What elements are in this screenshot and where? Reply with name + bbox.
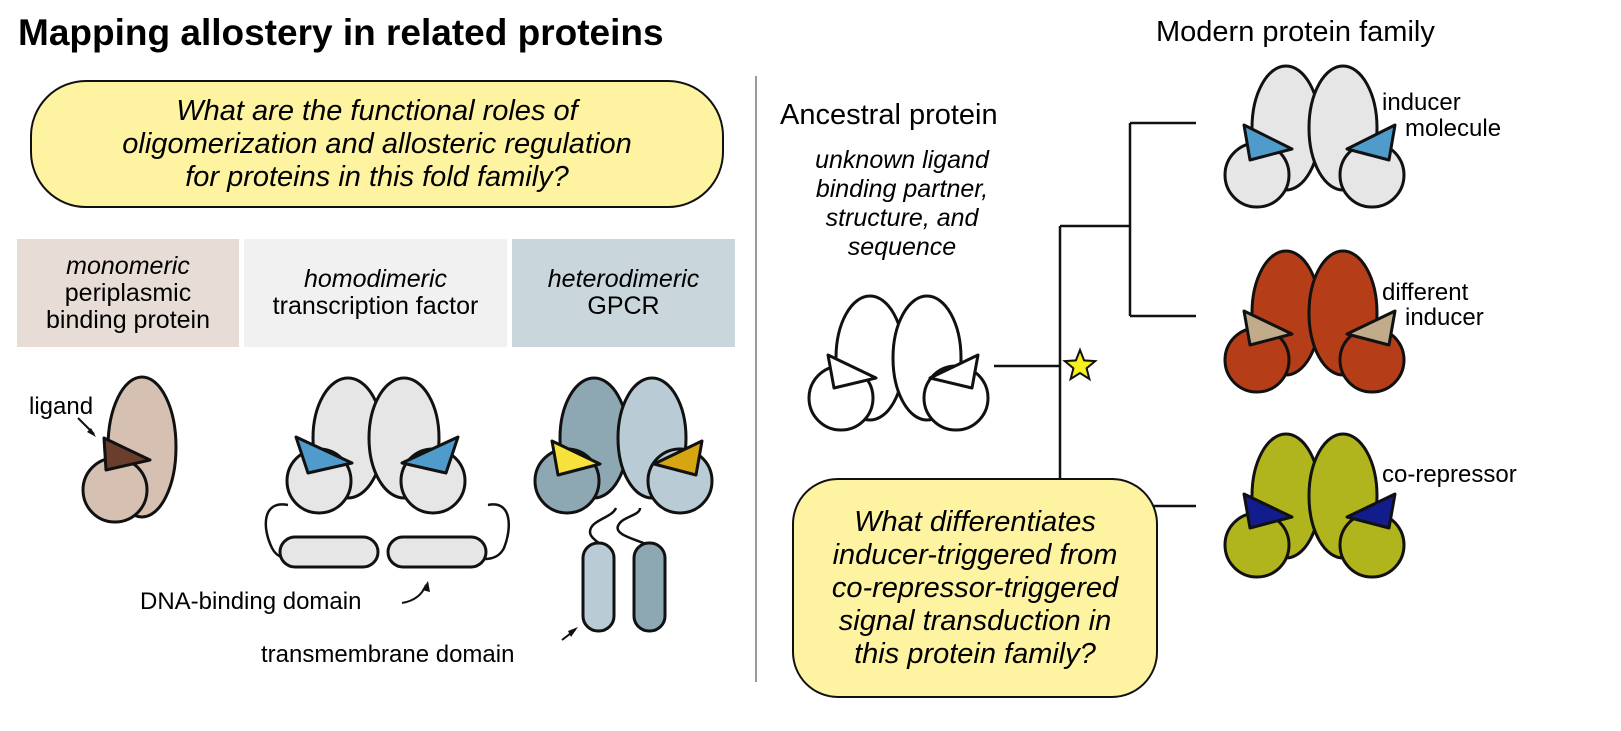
transmembrane-domain-left (581, 541, 616, 633)
ancestral-description: unknown ligand binding partner, structur… (786, 146, 1018, 262)
gpcr-linker-right (616, 507, 651, 548)
question-bottom-line3: co-repressor-triggered (831, 571, 1119, 604)
ligand-arrowhead (87, 428, 96, 437)
ligand-label: ligand (29, 393, 94, 420)
panel-divider (755, 76, 757, 682)
gpcr-protein (533, 376, 714, 633)
modern-protein-different-inducer (1223, 249, 1406, 394)
modern-protein-corepressor (1223, 432, 1406, 579)
dna-binding-domain-left (278, 535, 380, 569)
monomer-protein (81, 375, 178, 524)
transmembrane-domain-right (632, 541, 667, 633)
ancestral-desc-line4: sequence (847, 233, 957, 261)
question-bottom-line2: inducer-triggered from (832, 538, 1118, 571)
category-heterodimeric-type: heterodimeric (547, 265, 700, 293)
dna-binding-arrowhead (422, 581, 430, 592)
modern-protein-inducer (1223, 64, 1406, 209)
gpcr-ligand-left (550, 439, 602, 477)
question-top-line1: What are the functional roles of (176, 94, 578, 127)
modern-title: Modern protein family (1156, 16, 1435, 48)
page-title: Mapping allostery in related proteins (18, 12, 664, 53)
phylogeny-tree (994, 121, 1196, 508)
category-heterodimeric: heterodimeric GPCR (512, 239, 735, 347)
category-monomeric: monomeric periplasmic binding protein (17, 239, 239, 347)
category-monomeric-line3: binding protein (45, 305, 210, 334)
question-bottom-line4: signal transduction in (838, 604, 1112, 637)
homodimer-ligand-left (294, 435, 354, 475)
dna-binding-arrow (401, 584, 427, 604)
modern-label-inducer-line1: inducer (1382, 89, 1461, 116)
ancestral-desc-line1: unknown ligand (815, 146, 989, 174)
ancestral-desc-line2: binding partner, (815, 175, 989, 203)
gpcr-ligand-right (652, 439, 704, 477)
question-top-line3: for proteins in this fold family? (185, 160, 569, 193)
transmembrane-domain-label: transmembrane domain (261, 641, 515, 668)
category-monomeric-line2: periplasmic (64, 278, 192, 307)
homodimer-protein (264, 376, 510, 569)
category-monomeric-type: monomeric (66, 251, 190, 280)
transmembrane-arrowhead (568, 627, 578, 637)
question-bottom-callout: What differentiates inducer-triggered fr… (792, 478, 1158, 698)
dna-binding-domain-right (386, 535, 488, 569)
ancestral-title: Ancestral protein (780, 99, 998, 131)
category-heterodimeric-line2: GPCR (587, 292, 660, 320)
ancestral-protein (807, 294, 990, 432)
modern-label-corepressor: co-repressor (1382, 461, 1517, 488)
question-top-callout: What are the functional roles of oligome… (30, 80, 724, 208)
category-homodimeric: homodimeric transcription factor (244, 239, 507, 347)
monomer-ligand (102, 436, 152, 472)
category-homodimeric-line2: transcription factor (272, 292, 479, 320)
homodimer-ligand-right (400, 435, 460, 475)
question-bottom-line1: What differentiates (854, 505, 1096, 538)
dna-binding-domain-label: DNA-binding domain (140, 588, 362, 615)
category-homodimeric-type: homodimeric (303, 265, 448, 293)
modern-label-different-line1: different (1382, 279, 1469, 306)
ancestral-desc-line3: structure, and (825, 204, 979, 232)
modern-label-different-line2: inducer (1405, 304, 1484, 331)
question-top-line2: oligomerization and allosteric regulatio… (122, 127, 632, 160)
star-icon (1062, 347, 1098, 382)
modern-label-inducer-line2: molecule (1405, 115, 1502, 142)
question-bottom-line5: this protein family? (854, 637, 1096, 670)
